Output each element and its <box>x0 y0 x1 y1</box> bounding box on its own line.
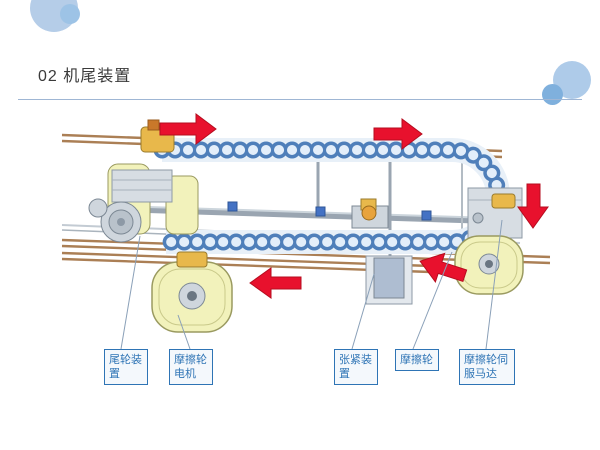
label-friction-wheel: 摩擦轮 <box>395 349 439 371</box>
tail-wheel-assembly <box>88 119 199 243</box>
arrow-left-bottom-right <box>419 252 468 284</box>
arrow-right-top-left <box>159 113 217 145</box>
page-title: 02 机尾装置 <box>38 68 132 85</box>
friction-wheel-motor <box>151 251 233 333</box>
arrow-down-right-side <box>517 183 549 229</box>
arrow-left-bottom-mid <box>249 267 302 299</box>
label-friction-wheel-servo: 摩擦轮伺服马达 <box>459 349 515 385</box>
label-friction-wheel-motor: 摩擦轮电机 <box>169 349 213 385</box>
callout-lines <box>120 219 503 350</box>
label-tension-device: 张紧装置 <box>334 349 378 385</box>
chain-loop <box>153 138 510 254</box>
corner-circle-decoration-small <box>60 4 80 24</box>
direction-arrows <box>159 113 549 299</box>
title-divider <box>18 99 582 100</box>
servo-motor <box>491 193 516 209</box>
chain-guides <box>227 201 432 221</box>
label-tail-wheel-device: 尾轮装置 <box>104 349 148 385</box>
friction-wheel-assembly <box>454 187 524 295</box>
arrow-right-top-mid <box>373 118 423 150</box>
tension-device <box>351 198 413 305</box>
